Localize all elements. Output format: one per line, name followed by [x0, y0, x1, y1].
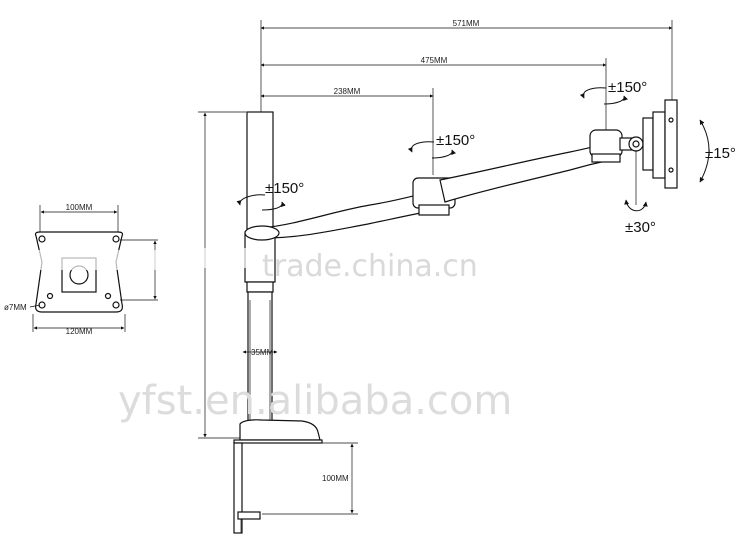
elbow-swivel-label: ±150° [436, 132, 475, 149]
vesa-small-label: 100MM [66, 203, 93, 212]
watermark-center-text: trade.china.cn [262, 249, 478, 284]
first-arm-reach-label: 238MM [334, 87, 361, 96]
tilt-indicator: ±15° [699, 119, 736, 183]
desk-clamp [233, 419, 323, 534]
first-arm [244, 191, 437, 241]
tilt-label: ±15° [705, 145, 736, 162]
pole-height-dimension [198, 111, 246, 439]
hole-diameter-label: ø7MM [4, 303, 27, 312]
pole-swivel-label: ±150° [265, 180, 304, 197]
second-arm [439, 143, 611, 203]
watermark-bottom-text: yfst.en.alibaba.com [118, 378, 512, 424]
pole [244, 111, 276, 425]
vesa-head-plate [642, 99, 678, 189]
rotate-label: ±30° [625, 219, 656, 236]
reach-dimensions: 571MM 475MM 238MM [260, 19, 673, 175]
head-swivel-indicator: ±150° [579, 79, 647, 105]
watermark: trade.china.cn yfst.en.alibaba.com [28, 248, 512, 424]
elbow-swivel-indicator: ±150° [407, 132, 475, 159]
head-joint [589, 129, 644, 163]
second-arm-reach-label: 475MM [421, 56, 448, 65]
pole-diameter-label: 35MM [251, 348, 274, 357]
pole-diameter-dimension: 35MM [242, 348, 278, 357]
head-swivel-label: ±150° [608, 79, 647, 96]
clamp-height-label: 100MM [322, 474, 349, 483]
overall-reach-label: 571MM [453, 19, 480, 28]
clamp-height-dimension: 100MM [262, 442, 358, 515]
rotate-indicator: ±30° [624, 150, 656, 236]
vesa-large-label: 120MM [66, 327, 93, 336]
pole-swivel-indicator: ±150° [236, 180, 304, 211]
